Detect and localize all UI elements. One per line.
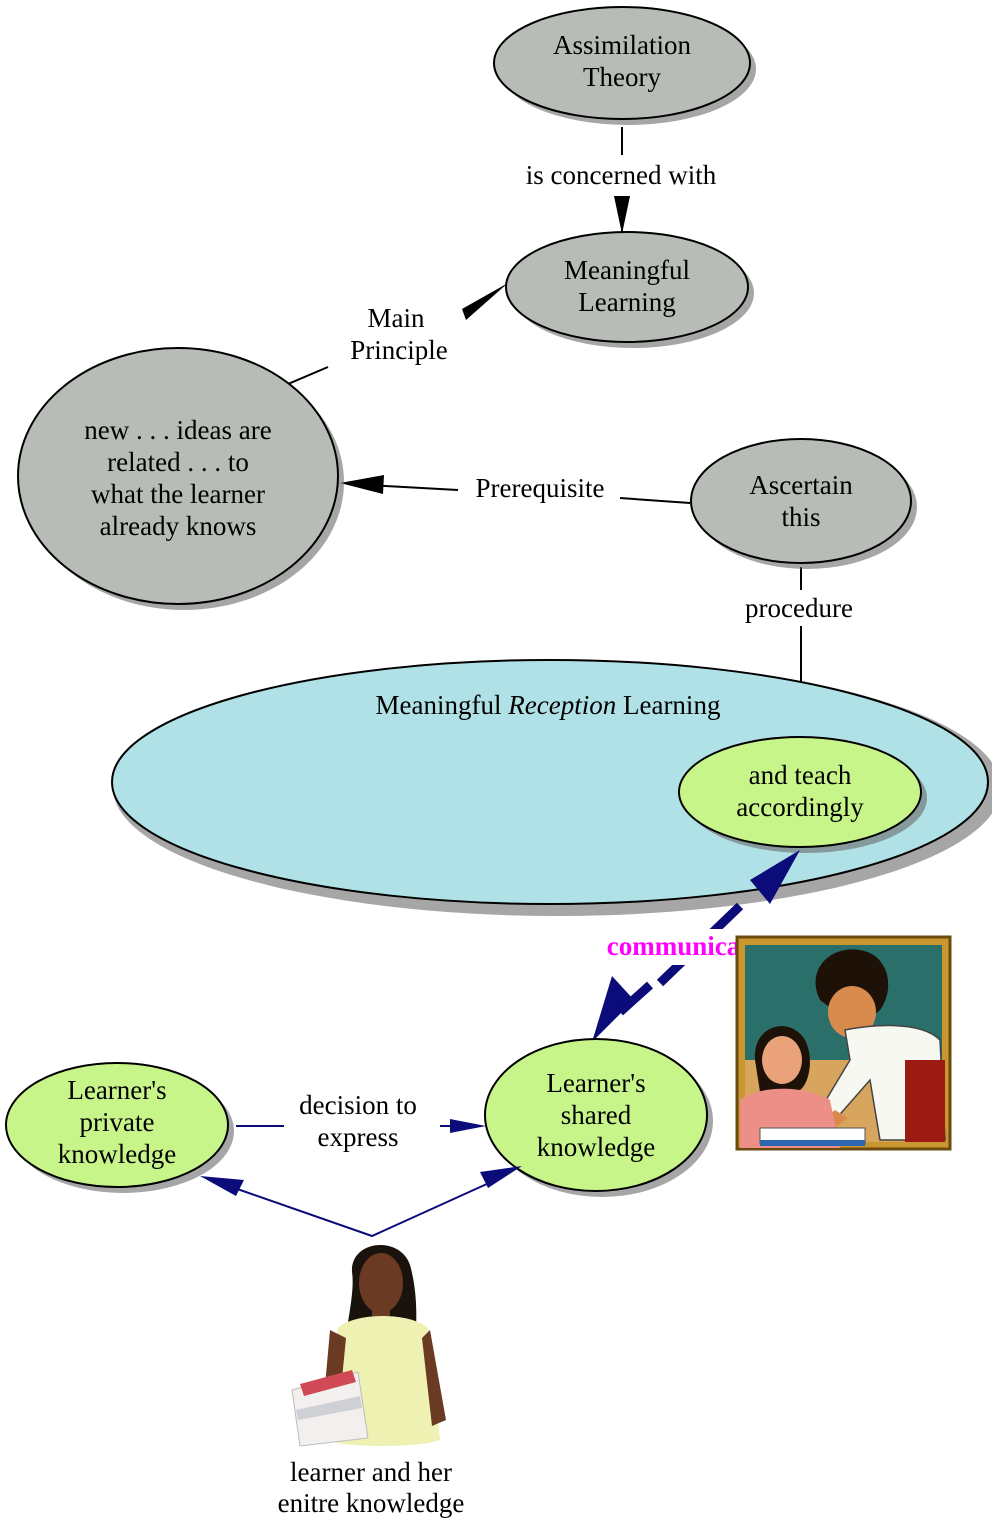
node-meaningful-learning[interactable] [505,231,749,343]
node-teach-accordingly[interactable] [678,736,922,848]
link-label-prerequisite: Prerequisite [476,473,605,503]
node-new-ideas-line-4: already knows [100,511,257,541]
link-line-learner-branches [222,1177,501,1238]
node-teach-accordingly-line-1: and teach [749,760,852,790]
teacher-student-image [735,935,952,1151]
node-teach-accordingly-line-2: accordingly [736,792,864,822]
arrow-prerequisite [340,475,384,494]
node-assimilation-theory-line-2: Theory [583,62,661,92]
node-ascertain-this-line-2: this [781,502,820,532]
link-label-decision-to-express-line-1: decision to [299,1090,417,1120]
node-new-ideas-line-2: related . . . to [107,447,249,477]
node-private-knowledge[interactable] [5,1062,229,1188]
link-label-main-principle-line-1: Main [368,303,425,333]
arrow-to-shared-knowledge [480,1166,522,1188]
link-line-main-principle [287,366,329,385]
node-assimilation-theory-line-1: Assimilation [553,30,692,60]
node-private-knowledge-line-3: knowledge [58,1139,176,1169]
arrow-main-principle [462,283,508,320]
node-new-ideas[interactable] [17,347,339,605]
link-label-procedure: procedure [745,593,853,623]
node-meaningful-learning-line-1: Meaningful [564,255,690,285]
link-label-is-concerned-with: is concerned with [526,160,717,190]
node-reception-learning-label: Meaningful Reception Learning [376,690,721,720]
learner-caption-line-1: learner and her [290,1457,452,1487]
node-meaningful-learning-line-2: Learning [578,287,675,317]
node-shared-knowledge[interactable] [484,1038,708,1192]
node-shared-knowledge-line-3: knowledge [537,1132,655,1162]
arrow-decision-to-express [450,1119,486,1133]
node-new-ideas-line-3: what the learner [91,479,265,509]
arrow-communication-down [592,976,634,1042]
arrow-to-private-knowledge [200,1176,244,1196]
arrow-communication-up [750,850,800,904]
node-new-ideas-line-1: new . . . ideas are [84,415,271,445]
node-assimilation-theory[interactable] [493,6,751,120]
node-shared-knowledge-line-1: Learner's [546,1068,645,1098]
link-line-prerequisite [619,497,691,504]
node-shared-knowledge-line-2: shared [561,1100,632,1130]
link-label-decision-to-express-line-2: express [318,1122,399,1152]
node-ascertain-this[interactable] [690,438,912,564]
link-label-main-principle-line-2: Principle [350,335,447,365]
node-private-knowledge-line-1: Learner's [67,1075,166,1105]
node-private-knowledge-line-2: private [80,1107,155,1137]
node-ascertain-this-line-1: Ascertain [749,470,853,500]
learner-caption-line-2: enitre knowledge [278,1488,465,1518]
learner-photo [291,1245,446,1447]
